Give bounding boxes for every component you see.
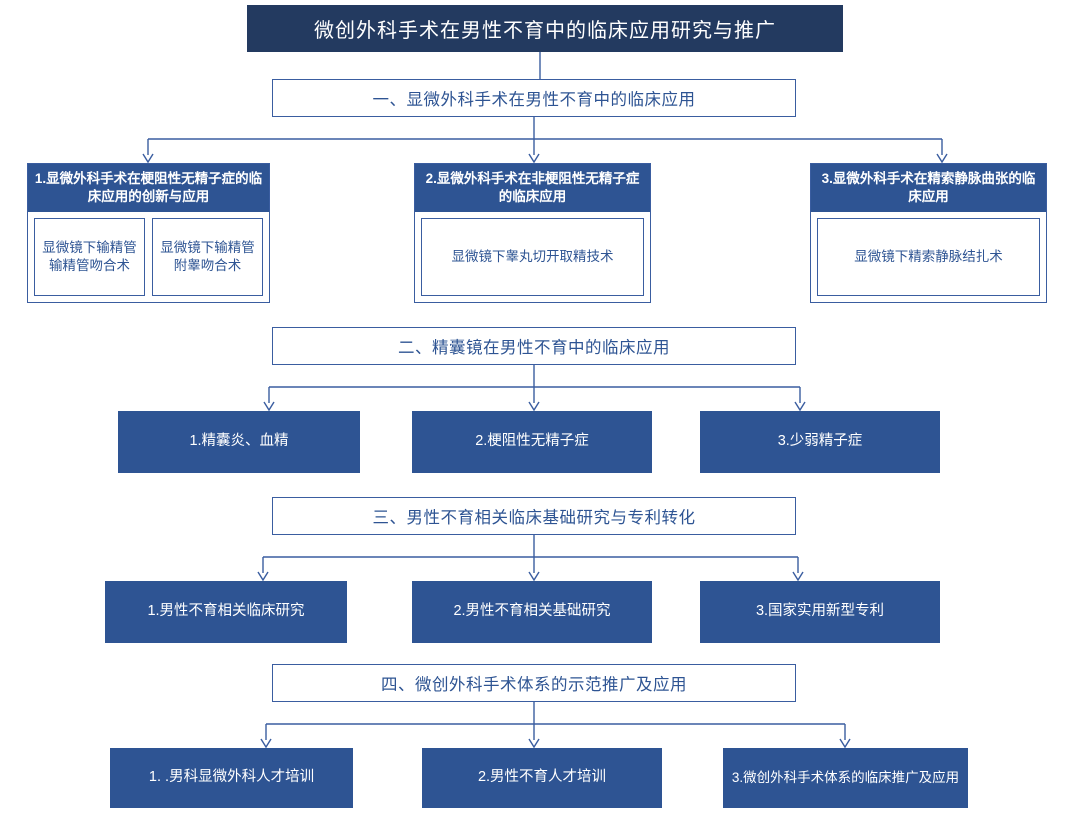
- group-card-1-2-body: 显微镜下睾丸切开取精技术: [415, 212, 650, 302]
- connector-section-1-branches: [130, 117, 960, 164]
- group-card-1-3[interactable]: 3.显微外科手术在精索静脉曲张的临床应用 显微镜下精索静脉结扎术: [810, 163, 1047, 303]
- sub-box-1-2-1[interactable]: 显微镜下睾丸切开取精技术: [421, 218, 644, 296]
- sub-box-1-3-1[interactable]: 显微镜下精索静脉结扎术: [817, 218, 1040, 296]
- group-card-1-1-header: 1.显微外科手术在梗阻性无精子症的临床应用的创新与应用: [28, 164, 269, 213]
- node-3-3[interactable]: 3.国家实用新型专利: [700, 581, 940, 643]
- group-card-1-2[interactable]: 2.显微外科手术在非梗阻性无精子症的临床应用 显微镜下睾丸切开取精技术: [414, 163, 651, 303]
- node-4-3[interactable]: 3.微创外科手术体系的临床推广及应用: [723, 748, 968, 808]
- group-card-1-3-body: 显微镜下精索静脉结扎术: [811, 212, 1046, 302]
- connector-title-to-section-1: [528, 52, 552, 80]
- section-header-2[interactable]: 二、精囊镜在男性不育中的临床应用: [272, 327, 796, 365]
- node-2-3[interactable]: 3.少弱精子症: [700, 411, 940, 473]
- node-2-1[interactable]: 1.精囊炎、血精: [118, 411, 360, 473]
- node-3-2[interactable]: 2.男性不育相关基础研究: [412, 581, 652, 643]
- section-header-4[interactable]: 四、微创外科手术体系的示范推广及应用: [272, 664, 796, 702]
- sub-box-1-1-1[interactable]: 显微镜下输精管输精管吻合术: [34, 218, 145, 296]
- section-header-3[interactable]: 三、男性不育相关临床基础研究与专利转化: [272, 497, 796, 535]
- node-2-2[interactable]: 2.梗阻性无精子症: [412, 411, 652, 473]
- node-3-1[interactable]: 1.男性不育相关临床研究: [105, 581, 347, 643]
- connector-section-3-branches: [222, 535, 842, 583]
- group-card-1-1[interactable]: 1.显微外科手术在梗阻性无精子症的临床应用的创新与应用 显微镜下输精管输精管吻合…: [27, 163, 270, 303]
- group-card-1-3-header: 3.显微外科手术在精索静脉曲张的临床应用: [811, 164, 1046, 213]
- sub-box-1-1-2[interactable]: 显微镜下输精管附睾吻合术: [152, 218, 263, 296]
- section-header-1[interactable]: 一、显微外科手术在男性不育中的临床应用: [272, 79, 796, 117]
- group-card-1-2-header: 2.显微外科手术在非梗阻性无精子症的临床应用: [415, 164, 650, 213]
- group-card-1-1-body: 显微镜下输精管输精管吻合术 显微镜下输精管附睾吻合术: [28, 212, 269, 302]
- connector-section-4-branches: [225, 702, 855, 750]
- chart-title: 微创外科手术在男性不育中的临床应用研究与推广: [247, 5, 843, 52]
- node-4-1[interactable]: 1. .男科显微外科人才培训: [110, 748, 353, 808]
- connector-section-2-branches: [230, 365, 850, 413]
- node-4-2[interactable]: 2.男性不育人才培训: [422, 748, 662, 808]
